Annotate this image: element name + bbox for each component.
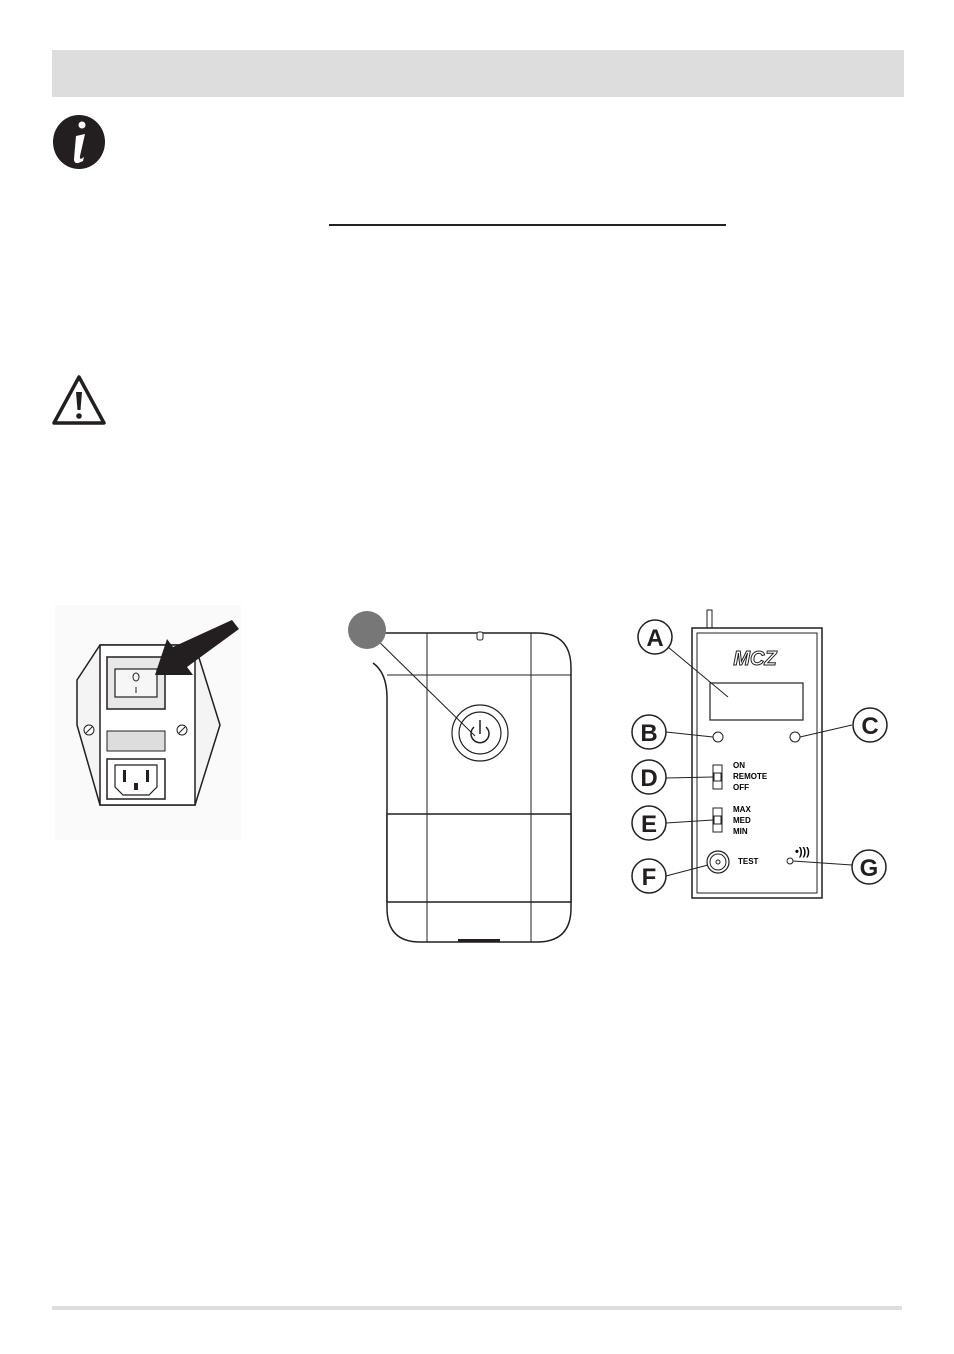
power-max-label: MAX — [733, 805, 751, 814]
callout-g: G — [860, 855, 879, 882]
signal-icon: •))) — [795, 846, 810, 858]
callout-f: F — [642, 864, 657, 891]
led-c — [789, 731, 801, 743]
power-min-label: MIN — [733, 827, 748, 836]
callout-dot — [348, 611, 386, 649]
mode-remote-label: REMOTE — [733, 772, 768, 781]
callout-b: B — [640, 720, 657, 747]
info-icon — [53, 115, 105, 169]
warning-icon — [52, 375, 106, 425]
callout-a: A — [646, 625, 663, 652]
power-med-label: MED — [733, 816, 751, 825]
display — [709, 682, 804, 721]
arrow-icon — [155, 620, 239, 675]
callout-d: D — [640, 765, 657, 792]
callout-c: C — [861, 713, 878, 740]
mains-switch-figure — [55, 605, 241, 840]
footer-rule — [52, 1306, 902, 1310]
mode-off-label: OFF — [733, 783, 749, 792]
mode-on-label: ON — [733, 761, 745, 770]
section-header-bar — [52, 50, 904, 97]
remote-control-figure — [348, 611, 572, 943]
underline-rule — [329, 224, 726, 226]
receiver-figure: MCZ ON REMOTE OFF MAX MED MIN TEST •))) … — [631, 609, 888, 899]
callout-e: E — [641, 811, 657, 838]
led-g — [786, 857, 794, 865]
mcz-logo: MCZ — [733, 648, 777, 670]
test-label: TEST — [738, 857, 759, 866]
led-b — [712, 731, 724, 743]
